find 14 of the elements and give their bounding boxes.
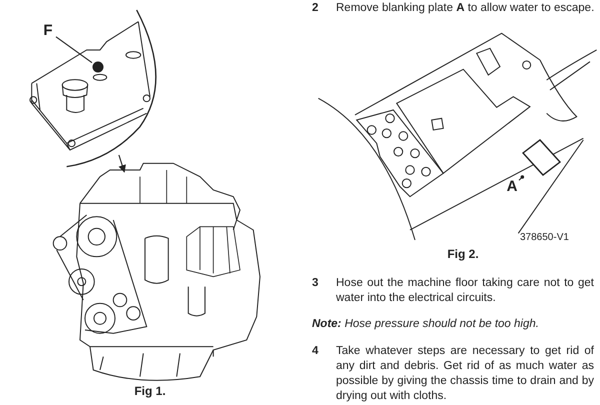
callout-letter: A xyxy=(506,178,518,196)
step-number: 3 xyxy=(312,276,320,291)
arrow xyxy=(118,154,126,173)
callout-letter: F xyxy=(42,22,54,40)
step-number: 2 xyxy=(312,1,320,16)
figure-caption: Fig 1. xyxy=(133,384,167,399)
figure-reference: 378650-V1 xyxy=(520,231,570,245)
note-text: Note: Hose pressure should not be too high. xyxy=(312,317,540,332)
figure-caption: Fig 2. xyxy=(446,247,480,262)
instruction-text: Remove blanking plate A to allow water to escape. xyxy=(336,1,596,16)
step-number: 4 xyxy=(312,344,320,359)
instruction-text: Take whatever steps are necessary to get rid of any dirt and debris. Get rid of as much water as possible by giving the chassis time to drain and by drying out with cloths. xyxy=(336,344,594,404)
instruction-text: Hose out the machine floor taking care not to get water into the electrical circuits. xyxy=(336,276,594,306)
leader-line xyxy=(56,36,92,64)
